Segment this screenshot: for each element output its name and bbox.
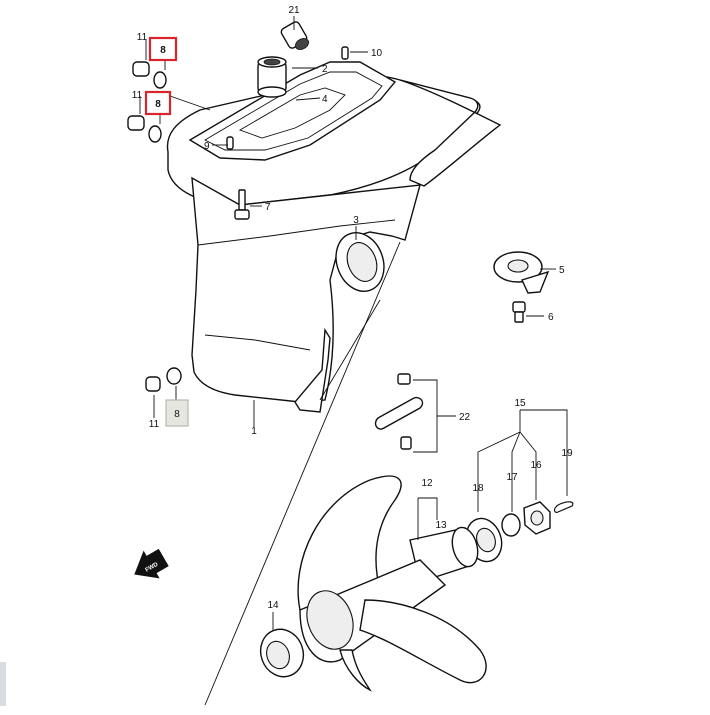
propeller: [297, 475, 487, 692]
fwd-arrow-icon: FWD: [134, 548, 169, 579]
cotter-pin-19: [553, 501, 574, 513]
callout-3[interactable]: 3: [353, 215, 359, 226]
lower-unit-housing: [166, 21, 502, 413]
callout-box-8b[interactable]: [144, 90, 172, 116]
callout-labels: 1 2 3 4 5 6 7 8 8 8 9 10 11 11 11 12 13 …: [132, 5, 573, 611]
callout-22[interactable]: 22: [459, 412, 471, 423]
callout-13[interactable]: 13: [435, 520, 447, 531]
callout-12[interactable]: 12: [421, 478, 433, 489]
callout-19[interactable]: 19: [561, 448, 573, 459]
bolt-7: [234, 189, 250, 220]
callout-11a[interactable]: 11: [137, 32, 148, 43]
callout-14[interactable]: 14: [267, 600, 279, 611]
leader-lines: [139, 16, 568, 706]
plug-11-bottom: [145, 367, 182, 392]
hardware-22: [374, 373, 438, 453]
callout-4[interactable]: 4: [322, 94, 328, 105]
anode-5: [493, 251, 550, 294]
callout-7[interactable]: 7: [265, 202, 271, 213]
left-edge-scroll-indicator: [0, 662, 6, 706]
callout-2[interactable]: 2: [322, 64, 328, 75]
callout-10[interactable]: 10: [371, 48, 383, 59]
callout-8a[interactable]: 8: [160, 45, 166, 56]
callout-9[interactable]: 9: [204, 141, 210, 152]
callout-8c[interactable]: 8: [174, 409, 180, 420]
plug-11-middle: [127, 115, 162, 143]
callout-16[interactable]: 16: [530, 460, 542, 471]
bolt-6: [512, 301, 526, 323]
callout-box-8a[interactable]: [148, 36, 178, 62]
spacer-14: [259, 628, 305, 678]
callout-18[interactable]: 18: [472, 483, 484, 494]
nut-16: [523, 501, 551, 535]
callout-11c[interactable]: 11: [149, 419, 160, 430]
plug-11-top: [132, 61, 167, 89]
callout-17[interactable]: 17: [506, 472, 518, 483]
callout-15[interactable]: 15: [514, 398, 526, 409]
callout-1[interactable]: 1: [251, 426, 257, 437]
callout-box-8c[interactable]: [165, 399, 189, 427]
callout-11b[interactable]: 11: [132, 90, 143, 101]
callout-5[interactable]: 5: [559, 265, 565, 276]
callout-8b[interactable]: 8: [155, 99, 161, 110]
washer-17: [501, 513, 521, 537]
callout-21[interactable]: 21: [288, 5, 300, 16]
callout-6[interactable]: 6: [548, 312, 554, 323]
